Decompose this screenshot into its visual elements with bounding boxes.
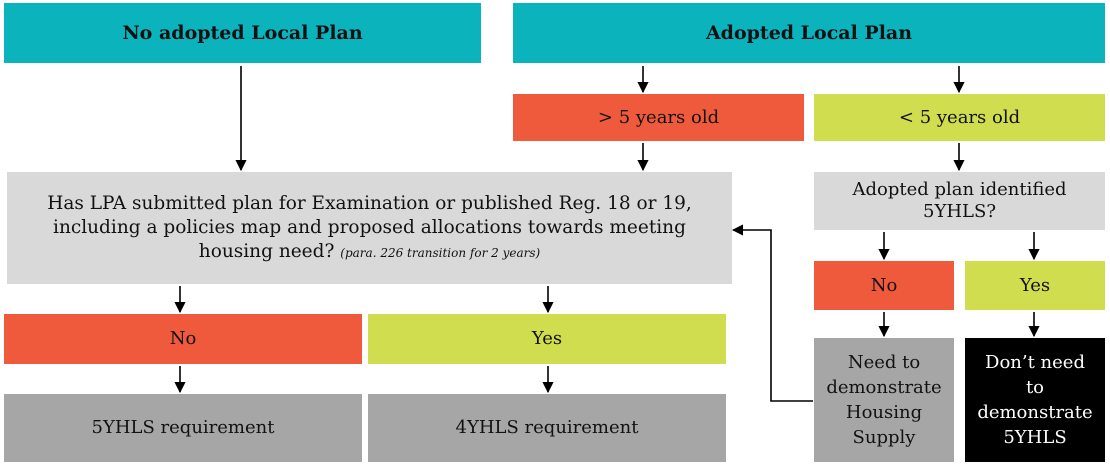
question-right-line-1: Adopted plan identified <box>852 179 1067 201</box>
question-plan-submitted-text: Has LPA submitted plan for Examination o… <box>47 192 692 263</box>
dont-need-line-1: Don’t need <box>985 351 1085 373</box>
answer-left-yes: Yes <box>368 314 726 364</box>
result-5yhls-requirement: 5YHLS requirement <box>4 394 362 462</box>
header-no-adopted-plan: No adopted Local Plan <box>4 3 481 63</box>
transition-note: (para. 226 transition for 2 years) <box>340 245 541 260</box>
result-5yhls-label: 5YHLS requirement <box>91 417 275 439</box>
question-5yhls-identified: Adopted plan identified 5YHLS? <box>814 172 1105 230</box>
dont-need-line-2: to <box>1025 376 1045 398</box>
dont-need-line-4: 5YHLS <box>1003 427 1067 449</box>
need-line-2: demonstrate <box>826 376 942 398</box>
need-to-demonstrate-supply: Need to demonstrate Housing Supply <box>814 338 954 462</box>
dont-need-to-demonstrate-text: Don’t need to demonstrate 5YHLS <box>977 350 1092 451</box>
answer-right-no: No <box>814 261 954 310</box>
newer-than-5-years-label: < 5 years old <box>898 106 1021 128</box>
header-adopted-plan: Adopted Local Plan <box>513 3 1105 63</box>
header-adopted-plan-label: Adopted Local Plan <box>705 21 913 44</box>
need-line-4: Supply <box>852 427 916 449</box>
arrow-need-back-to-question <box>731 224 813 402</box>
question-line-1: Has LPA submitted plan for Examination o… <box>47 193 692 215</box>
result-4yhls-requirement: 4YHLS requirement <box>368 394 726 462</box>
older-than-5-years: > 5 years old <box>513 94 804 141</box>
need-line-3: Housing <box>845 402 923 423</box>
dont-need-line-3: demonstrate <box>977 402 1093 423</box>
answer-left-no: No <box>4 314 362 364</box>
newer-than-5-years: < 5 years old <box>814 94 1105 141</box>
answer-left-no-label: No <box>169 328 197 350</box>
question-right-line-2: 5YHLS? <box>923 201 996 222</box>
result-4yhls-label: 4YHLS requirement <box>455 417 639 439</box>
question-line-3-text: housing need? <box>198 240 335 262</box>
need-to-demonstrate-text: Need to demonstrate Housing Supply <box>826 350 941 451</box>
answer-right-no-label: No <box>870 274 898 296</box>
question-line-2: including a policies map and proposed al… <box>53 217 686 239</box>
question-plan-submitted: Has LPA submitted plan for Examination o… <box>7 172 732 284</box>
answer-right-yes: Yes <box>965 261 1105 310</box>
question-5yhls-identified-text: Adopted plan identified 5YHLS? <box>852 179 1066 222</box>
dont-need-to-demonstrate: Don’t need to demonstrate 5YHLS <box>965 338 1105 462</box>
need-line-1: Need to <box>847 351 921 373</box>
question-line-3: housing need? (para. 226 transition for … <box>47 240 692 264</box>
answer-left-yes-label: Yes <box>531 328 563 350</box>
older-than-5-years-label: > 5 years old <box>597 106 720 128</box>
answer-right-yes-label: Yes <box>1019 274 1051 296</box>
header-no-adopted-plan-label: No adopted Local Plan <box>122 21 363 44</box>
